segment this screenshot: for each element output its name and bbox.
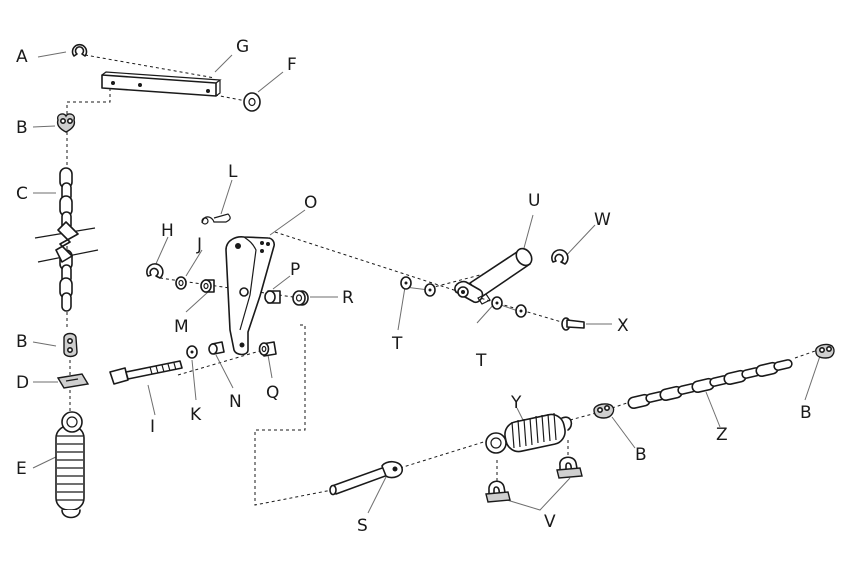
part-b-link-middle — [593, 403, 615, 419]
dash-z-b — [794, 349, 819, 359]
part-l-hairpin-clip — [201, 213, 231, 225]
dash-o-u — [274, 231, 461, 293]
label-d: D — [16, 373, 29, 393]
part-a-retaining-ring — [71, 43, 88, 57]
part-w-retaining-ring — [551, 249, 569, 265]
label-f: F — [287, 55, 297, 75]
label-h: H — [161, 221, 174, 241]
label-k: K — [190, 405, 202, 425]
part-u-cylinder — [454, 247, 533, 305]
part-f-washer — [243, 92, 261, 112]
part-x-clevis-pin — [561, 317, 585, 331]
dash-s-y — [399, 439, 491, 469]
part-labels: A G F B C B D E H J L O P R M I K N Q U … — [16, 37, 812, 536]
label-x: X — [617, 316, 629, 336]
label-j: J — [196, 235, 202, 255]
part-z-chain — [627, 359, 793, 410]
label-m: M — [174, 317, 189, 337]
part-o-bracket — [225, 236, 275, 356]
part-i-bolt — [109, 360, 183, 385]
part-b-link-top — [56, 113, 76, 133]
label-b-left: B — [16, 332, 28, 352]
leader-lines — [32, 51, 821, 514]
label-q: Q — [266, 383, 279, 403]
label-s: S — [357, 516, 368, 536]
part-c-chain — [34, 167, 99, 312]
label-t-left: T — [391, 334, 403, 354]
part-g-link-bar — [101, 71, 222, 97]
label-p: P — [290, 260, 300, 280]
label-t-right: T — [475, 351, 487, 371]
dash-i-q — [177, 347, 271, 376]
part-j-washer — [175, 276, 187, 290]
label-b-right: B — [800, 403, 812, 423]
label-v: V — [544, 512, 556, 532]
label-y: Y — [510, 393, 522, 413]
label-l: L — [228, 162, 238, 182]
part-h-retaining-ring — [146, 263, 164, 279]
part-p-bushing — [264, 290, 281, 304]
part-n-spacer — [208, 341, 225, 355]
label-b-top: B — [16, 118, 28, 138]
part-k-washer — [186, 345, 198, 359]
label-r: R — [342, 288, 354, 308]
label-z: Z — [716, 425, 728, 445]
part-m-bushing — [200, 279, 215, 293]
part-d-plate — [56, 373, 90, 389]
label-c: C — [16, 184, 28, 204]
dash-a-g — [84, 54, 216, 79]
label-u: U — [528, 191, 540, 211]
label-g: G — [236, 37, 249, 57]
label-a: A — [16, 47, 28, 67]
label-e: E — [16, 459, 27, 479]
label-n: N — [229, 392, 242, 412]
part-v-cable-clamps — [485, 456, 583, 503]
label-i: I — [150, 417, 155, 437]
part-t-washers — [400, 276, 527, 318]
part-q-bushing — [258, 341, 277, 357]
label-b-middle: B — [635, 445, 647, 465]
part-s-eye-bolt — [329, 460, 403, 496]
part-e-spring — [55, 411, 85, 519]
dash-p-s — [254, 324, 333, 506]
dash-g-b — [66, 88, 111, 118]
label-o: O — [304, 193, 317, 213]
part-r-nut — [292, 290, 309, 306]
dash-g-f — [214, 94, 247, 102]
dash-b-z — [611, 401, 631, 409]
part-b-link-left — [63, 332, 78, 358]
part-y-spring — [485, 412, 573, 454]
label-w: W — [594, 210, 611, 230]
part-b-link-right — [815, 343, 835, 359]
